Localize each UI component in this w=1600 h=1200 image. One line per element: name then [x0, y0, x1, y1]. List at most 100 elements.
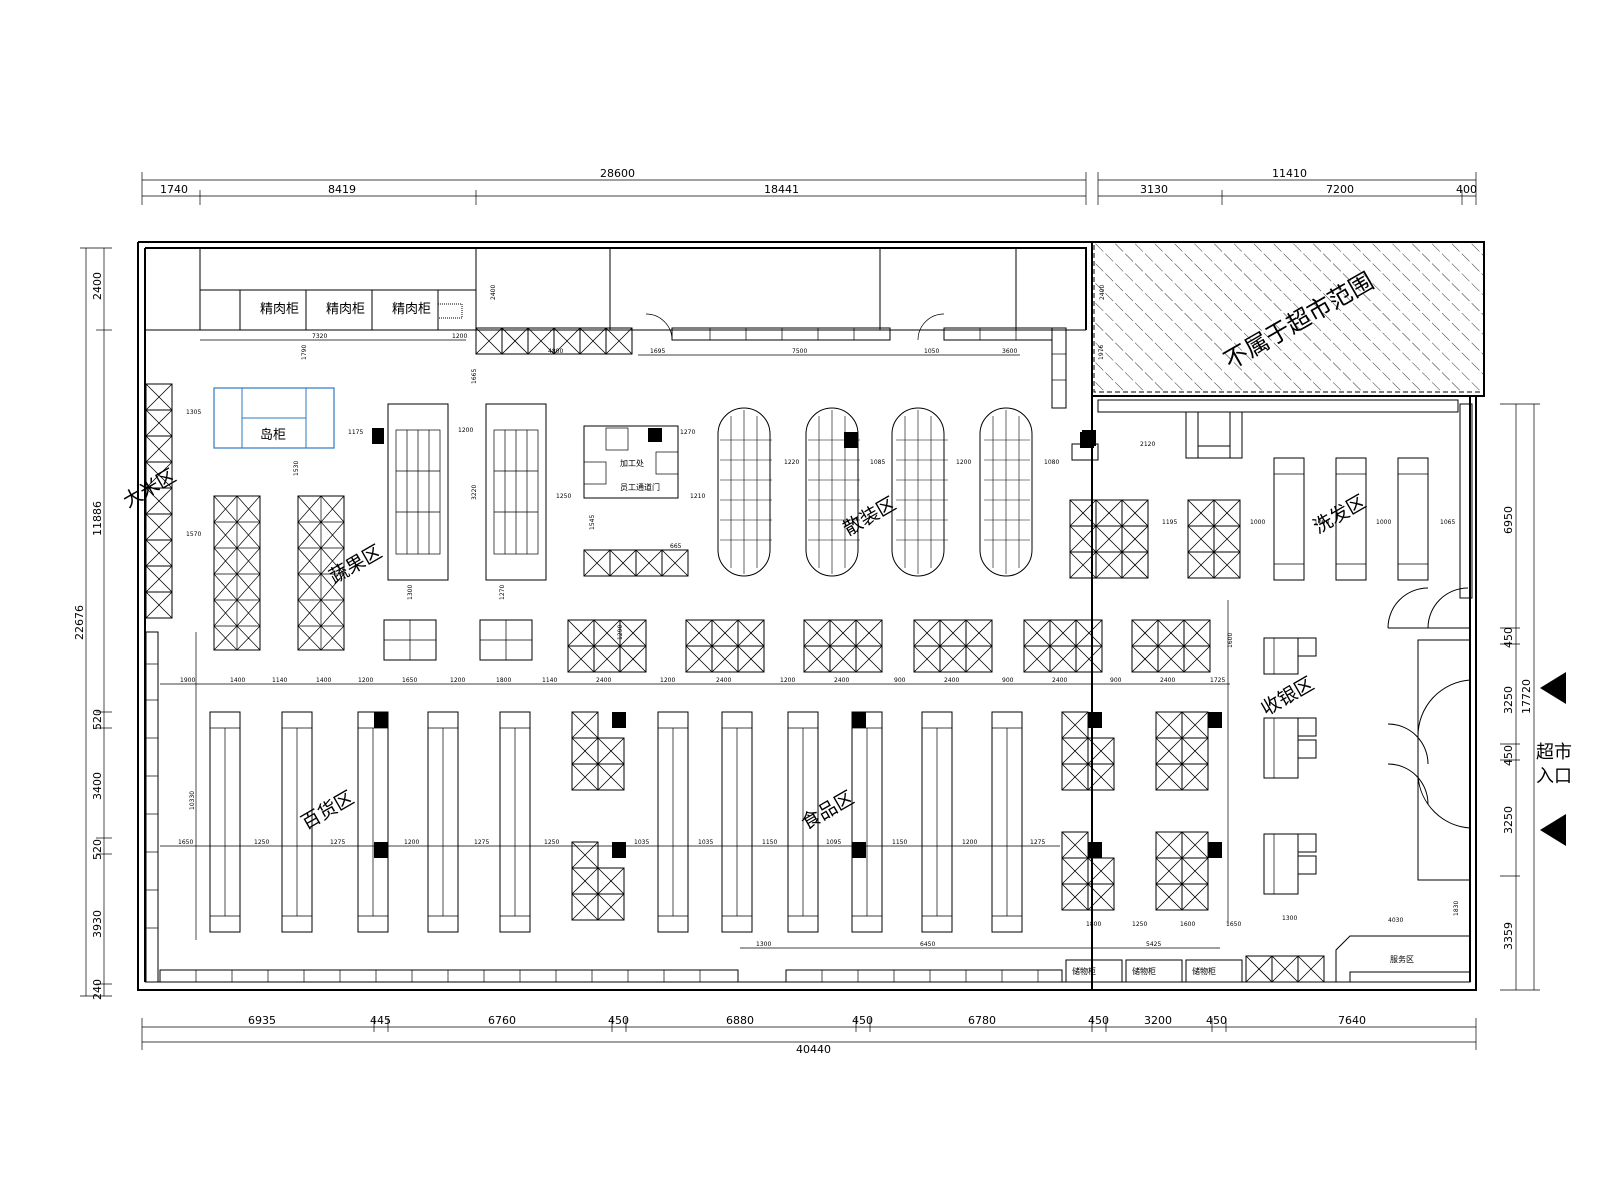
entrance-arrow-icon — [1540, 814, 1566, 846]
dim-internal: 1300 — [756, 941, 771, 948]
dim-internal: 1600 — [1227, 633, 1234, 648]
dim-bottom-seg: 450 — [608, 1014, 629, 1027]
dim-bottom-seg: 6780 — [968, 1014, 996, 1027]
dim-bottom-seg: 450 — [852, 1014, 873, 1027]
dim-internal: 1650 — [178, 839, 193, 846]
zone-label-food: 食品区 — [798, 787, 858, 835]
door-label: 员工通道门 — [620, 482, 660, 492]
dim-internal: 2400 — [944, 677, 959, 684]
dim-top-total-left: 28600 — [600, 167, 635, 180]
entrance-label: 超市 — [1536, 742, 1572, 763]
dim-internal: 5425 — [1146, 941, 1161, 948]
dim-right-seg: 3250 — [1502, 686, 1515, 714]
dim-right-seg: 6950 — [1502, 506, 1515, 534]
dim-internal: 1250 — [556, 493, 571, 500]
gondola-shelves — [209, 711, 1023, 933]
dim-right-seg: 3359 — [1502, 922, 1515, 950]
dim-internal: 1300 — [1282, 915, 1297, 922]
dim-internal: 2400 — [596, 677, 611, 684]
dim-internal: 1300 — [407, 585, 414, 600]
dim-internal: 2400 — [834, 677, 849, 684]
dim-internal: 3600 — [1002, 348, 1017, 355]
dim-internal: 1150 — [892, 839, 907, 846]
dim-internal: 1800 — [1086, 921, 1101, 928]
dim-internal: 1140 — [272, 677, 287, 684]
dim-internal: 1000 — [1314, 519, 1329, 526]
dim-internal: 1200 — [358, 677, 373, 684]
dim-internal: 1050 — [924, 348, 939, 355]
entrance-doors — [1387, 587, 1471, 881]
dim-left-seg: 3400 — [91, 772, 104, 800]
dim-internal: 1250 — [544, 839, 559, 846]
dim-internal: 1175 — [348, 429, 363, 436]
dim-internal: 1275 — [330, 839, 345, 846]
dim-bottom-seg: 450 — [1206, 1014, 1227, 1027]
meat-counter-label: 精肉柜 — [260, 302, 299, 317]
dim-internal: 1530 — [293, 461, 300, 476]
dim-internal: 1210 — [690, 493, 705, 500]
dim-internal: 1545 — [589, 515, 596, 530]
dim-internal: 1200 — [660, 677, 675, 684]
dim-top-seg: 1740 — [160, 183, 188, 196]
dim-internal: 1695 — [650, 348, 665, 355]
dim-internal: 1200 — [780, 677, 795, 684]
dim-top-seg: 400 — [1456, 183, 1477, 196]
wash-area-cabinets — [1069, 403, 1473, 599]
dim-internal: 1570 — [186, 531, 201, 538]
dim-left-outer: 22676 — [73, 605, 86, 640]
dim-internal: 1270 — [680, 429, 695, 436]
dim-internal: 1150 — [762, 839, 777, 846]
entrance-label: 入口 — [1536, 766, 1572, 787]
dim-internal: 2400 — [1052, 677, 1067, 684]
meat-counter-label: 精肉柜 — [392, 302, 431, 317]
zone-label-general-goods: 百货区 — [298, 787, 358, 835]
dim-internal: 1250 — [1132, 921, 1147, 928]
dim-internal: 1200 — [450, 677, 465, 684]
storage-unit-label: 储物柜 — [1192, 966, 1216, 976]
produce-large-cabinets — [372, 403, 547, 581]
fruit-veg-cabinets — [213, 495, 345, 651]
right-dimension-lines — [1500, 403, 1540, 991]
dim-internal: 1650 — [1226, 921, 1241, 928]
dim-internal: 2400 — [716, 677, 731, 684]
dim-internal: 1790 — [301, 345, 308, 360]
dim-top-seg: 7200 — [1326, 183, 1354, 196]
dim-internal: 1725 — [1210, 677, 1225, 684]
dim-internal: 1085 — [870, 459, 885, 466]
zone-label-rice: 大米区 — [120, 465, 180, 513]
dim-internal: 1220 — [784, 459, 799, 466]
storage-unit-label: 储物柜 — [1132, 966, 1156, 976]
middle-row-cabinets — [567, 619, 1211, 673]
dim-internal: 7500 — [792, 348, 807, 355]
dim-internal: 7320 — [312, 333, 327, 340]
top-dimension-lines — [141, 172, 1477, 205]
dim-internal: 1976 — [1098, 345, 1105, 360]
dim-internal: 1800 — [496, 677, 511, 684]
left-dimension-lines — [80, 247, 112, 997]
dim-left-seg: 2400 — [91, 272, 104, 300]
zone-label-cashier: 收银区 — [1258, 673, 1318, 721]
kiosk-x-cabinets — [583, 549, 689, 577]
entrance-arrows — [1540, 672, 1566, 846]
dim-internal: 2120 — [1140, 441, 1155, 448]
dim-bottom-seg: 6880 — [726, 1014, 754, 1027]
dim-left-seg: 520 — [91, 709, 104, 730]
dim-right-seg: 450 — [1502, 745, 1515, 766]
dim-bottom-seg: 445 — [370, 1014, 391, 1027]
island-counter — [213, 387, 335, 449]
dim-internal: 1200 — [962, 839, 977, 846]
dim-internal: 1250 — [254, 839, 269, 846]
dim-top-seg: 18441 — [764, 183, 799, 196]
dim-internal: 900 — [1002, 677, 1014, 684]
dim-internal: 1275 — [1030, 839, 1045, 846]
left-wall-shelving — [145, 631, 197, 983]
dim-internal: 1200 — [956, 459, 971, 466]
dim-internal: 1400 — [316, 677, 331, 684]
dim-bottom-seg: 450 — [1088, 1014, 1109, 1027]
back-rooms — [199, 248, 1017, 331]
wash-area-wall-shelf — [1071, 399, 1459, 461]
dim-internal: 2400 — [1099, 285, 1106, 300]
dim-internal: 1000 — [1376, 519, 1391, 526]
dim-internal: 1900 — [180, 677, 195, 684]
dim-left-seg: 240 — [91, 979, 104, 1000]
